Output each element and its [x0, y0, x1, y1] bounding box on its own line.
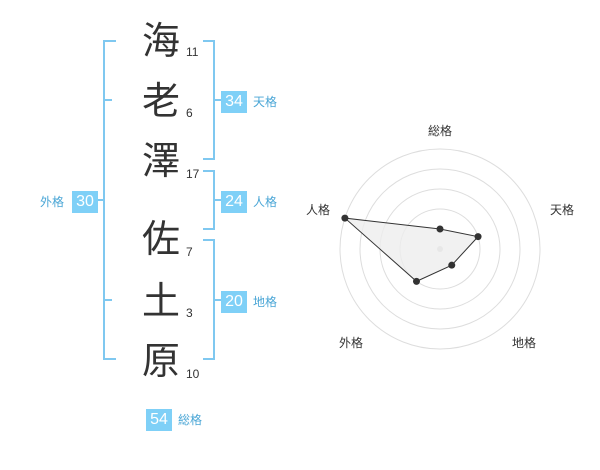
soukaku-label: 総格 — [178, 413, 203, 427]
radar-point-1 — [436, 225, 444, 233]
tenkaku-value: 34 — [221, 91, 247, 113]
kanji-2: 老 — [141, 79, 180, 123]
tenkaku-label: 天格 — [253, 95, 278, 109]
radar-polygon — [343, 217, 480, 282]
radar-axis-label-2: 天格 — [550, 203, 575, 217]
radar-ring-4 — [339, 148, 541, 350]
radar-point-3 — [448, 261, 456, 269]
radar-point-5 — [341, 214, 349, 222]
radar-axis-label-3: 地格 — [512, 336, 537, 350]
gaikaku-bracket — [98, 40, 116, 360]
chikaku-label: 地格 — [253, 295, 278, 309]
gaikaku-label: 外格 — [40, 195, 65, 209]
radar-axis-label-4: 外格 — [339, 336, 364, 350]
jinkaku-label: 人格 — [253, 195, 278, 209]
gaikaku-value: 30 — [72, 191, 98, 213]
stroke-count-4: 7 — [186, 245, 193, 259]
kanji-5: 土 — [141, 279, 180, 323]
kanji-4: 佐 — [141, 217, 180, 261]
jinkaku-value: 24 — [221, 191, 247, 213]
stroke-count-6: 10 — [186, 367, 200, 381]
tenkaku-bracket — [203, 40, 221, 160]
radar-point-2 — [474, 233, 482, 241]
radar-point-4 — [412, 277, 420, 285]
kanji-6: 原 — [141, 339, 180, 383]
kanji-3: 澤 — [141, 139, 180, 183]
radar-ring-3 — [359, 168, 521, 330]
radar-axis-label-5: 人格 — [306, 203, 331, 217]
stroke-count-2: 6 — [186, 106, 193, 120]
soukaku-value: 54 — [146, 409, 172, 431]
chikaku-value: 20 — [221, 291, 247, 313]
jinkaku-bracket — [203, 170, 221, 230]
radar-axis-label-1: 総格 — [428, 124, 453, 138]
kanji-1: 海 — [141, 19, 180, 63]
stroke-count-1: 11 — [186, 45, 199, 59]
stroke-count-3: 17 — [186, 167, 200, 181]
stroke-count-5: 3 — [186, 306, 193, 320]
chikaku-bracket — [203, 239, 221, 360]
